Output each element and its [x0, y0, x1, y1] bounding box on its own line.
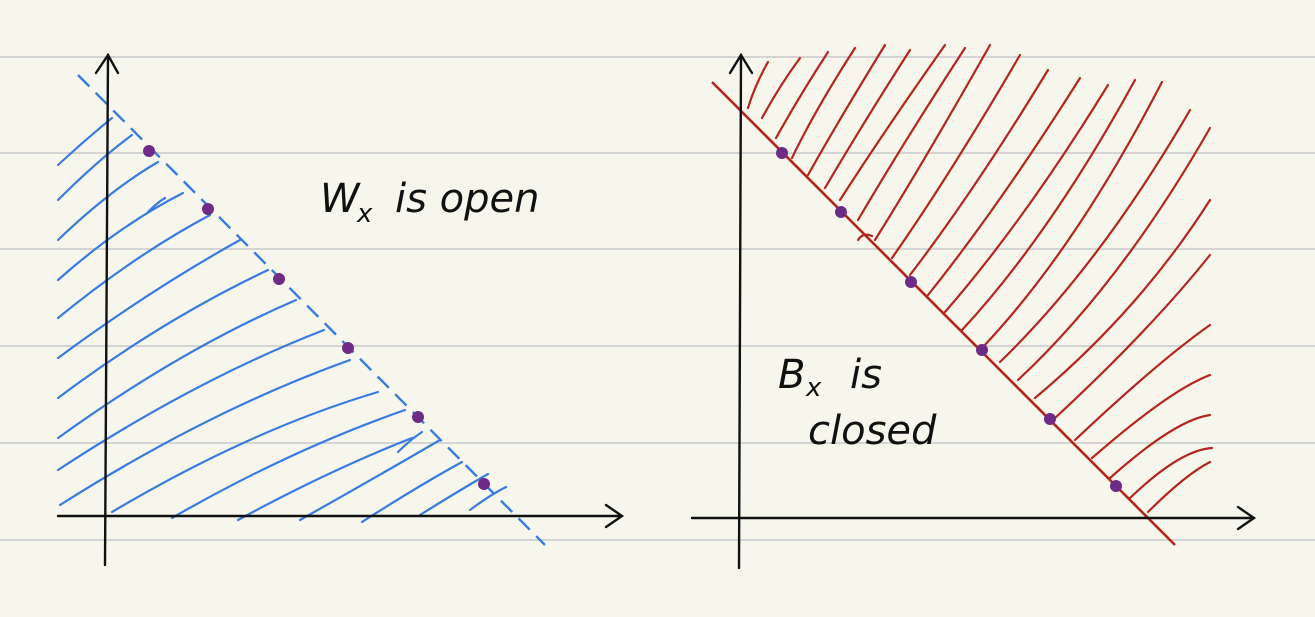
hatch-line: [908, 68, 1050, 277]
left-x-axis-arrowhead: [604, 503, 625, 529]
hatch-line: [298, 438, 442, 522]
left-y-axis-arrowhead: [94, 52, 120, 75]
hatch-line: [56, 213, 212, 320]
left-label: W x is open: [320, 176, 540, 229]
lattice-point: [976, 344, 988, 356]
hatch-line: [146, 196, 167, 214]
hatch-line: [790, 46, 857, 160]
hatch-line: [56, 133, 134, 202]
right-x-axis-arrowhead: [1236, 505, 1257, 531]
lattice-point: [478, 478, 490, 490]
hatch-line: [56, 191, 185, 282]
hatch-line: [1108, 413, 1212, 480]
lattice-point: [273, 273, 285, 285]
hatch-line: [360, 460, 464, 524]
lattice-point: [835, 206, 847, 218]
hatch-line: [873, 43, 992, 242]
hatch-line: [943, 83, 1110, 314]
hatch-line: [110, 390, 380, 514]
left-label-subscript: x: [356, 199, 373, 229]
hatch-line: [58, 358, 352, 507]
hatch-line: [926, 76, 1082, 297]
hatch-line: [980, 80, 1164, 350]
lattice-point: [202, 203, 214, 215]
hatch-line: [1016, 126, 1212, 382]
hatch-line: [890, 53, 1022, 260]
left-y-axis: [103, 53, 110, 567]
hatch-line: [396, 430, 424, 454]
left-label-set-name: W: [320, 176, 361, 222]
right-label-subscript: x: [805, 373, 822, 403]
right-lattice-points: [776, 147, 1122, 492]
right-axes: [690, 52, 1257, 570]
lattice-point: [1110, 480, 1122, 492]
lattice-point: [143, 145, 155, 157]
lattice-point: [412, 411, 424, 423]
hatch-line: [1128, 446, 1214, 500]
open-region-hatching: [56, 116, 508, 524]
hatch-line: [1090, 373, 1212, 460]
left-axes: [56, 52, 625, 567]
left-label-text: is open: [395, 176, 540, 222]
ruled-lines: [0, 56, 1315, 541]
hatch-line: [1146, 460, 1212, 514]
right-label-set-name: B: [778, 352, 805, 398]
right-label-text: is: [850, 352, 882, 398]
hatch-line: [1053, 253, 1212, 420]
hatch-line: [56, 238, 242, 360]
hatch-line: [56, 268, 270, 400]
hatch-line: [1033, 198, 1212, 400]
left-panel: W x is open: [56, 52, 625, 567]
lattice-point: [1044, 413, 1056, 425]
right-label-line2: closed: [808, 408, 937, 454]
right-y-axis: [737, 53, 743, 570]
right-panel: B x is closed: [690, 43, 1257, 570]
left-lattice-points: [143, 145, 490, 490]
closed-region-hatching: [746, 43, 1214, 514]
hatch-line: [760, 56, 802, 120]
lattice-point: [342, 342, 354, 354]
hatch-line: [56, 298, 298, 440]
hatch-line: [236, 436, 414, 522]
open-boundary-dashed-line: [77, 74, 546, 546]
hatch-line: [998, 108, 1192, 364]
hatch-line: [468, 485, 508, 512]
hatch-line: [774, 50, 830, 140]
right-label: B x is closed: [778, 352, 937, 454]
hatch-line: [56, 160, 160, 242]
closed-boundary-solid-line: [711, 81, 1176, 546]
hatch-line: [856, 46, 967, 222]
right-y-axis-arrowhead: [728, 52, 754, 75]
lattice-point: [776, 147, 788, 159]
hatch-line: [1073, 323, 1212, 442]
hatch-line: [746, 60, 770, 110]
hatch-line: [960, 78, 1137, 332]
hatch-line: [823, 48, 912, 190]
hatch-line: [806, 43, 887, 177]
hatch-line: [56, 328, 326, 472]
hatch-line: [170, 408, 407, 520]
hatch-line: [838, 43, 947, 202]
lattice-point: [905, 276, 917, 288]
hatch-line: [418, 472, 490, 517]
